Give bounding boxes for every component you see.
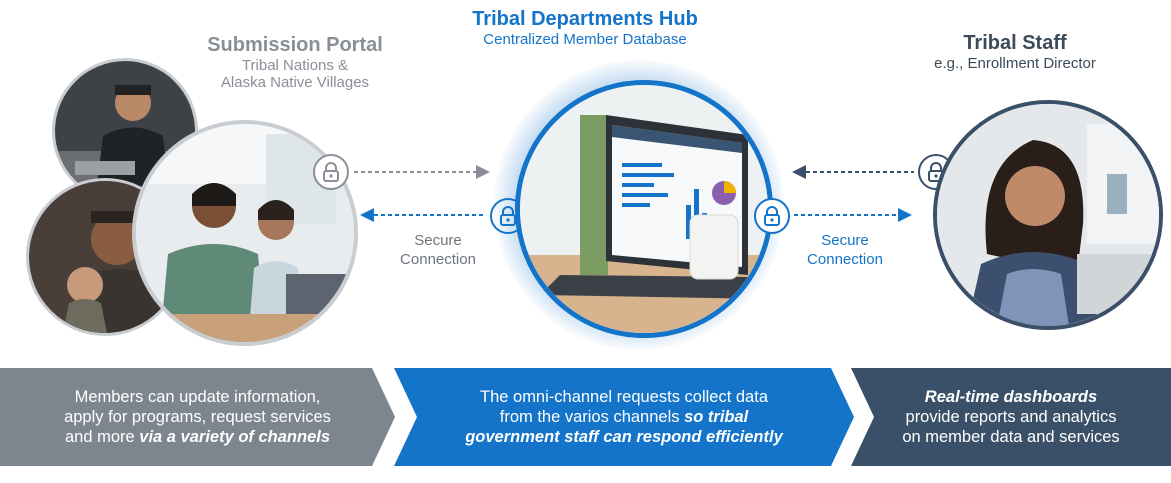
hub-heading: Tribal Departments Hub Centralized Membe…: [440, 8, 730, 48]
right-secure-connection-label: Secure Connection: [807, 232, 883, 268]
lock-icon: [754, 198, 790, 234]
arrow-right-icon: [354, 165, 490, 179]
left-secure-connection-label: Secure Connection: [400, 232, 476, 268]
submission-portal-heading: Submission Portal Tribal Nations & Alask…: [175, 34, 415, 92]
band-dashboards: Real-time dashboards provide reports and…: [851, 368, 1171, 466]
photo-laptop-dashboard: [515, 80, 773, 338]
submission-portal-title: Submission Portal: [207, 34, 383, 56]
submission-portal-subtitle-2: Alaska Native Villages: [220, 74, 370, 92]
arrow-right-icon: [794, 208, 912, 222]
arrow-left-icon: [360, 208, 486, 222]
staff-heading: Tribal Staff e.g., Enrollment Director: [905, 32, 1125, 72]
band-omni-channel: The omni-channel requests collect data f…: [394, 368, 854, 466]
photo-tribal-staff-woman: [933, 100, 1163, 330]
submission-portal-subtitle-1: Tribal Nations &: [241, 57, 349, 74]
staff-title: Tribal Staff: [963, 32, 1067, 54]
hub-subtitle: Centralized Member Database: [483, 31, 687, 48]
arrow-left-icon: [792, 165, 914, 179]
staff-subtitle: e.g., Enrollment Director: [934, 55, 1096, 72]
lock-icon: [313, 154, 349, 190]
hub-title: Tribal Departments Hub: [472, 8, 698, 30]
band-members: Members can update information, apply fo…: [0, 368, 395, 466]
photo-mother-daughter-laptop: [132, 120, 358, 346]
